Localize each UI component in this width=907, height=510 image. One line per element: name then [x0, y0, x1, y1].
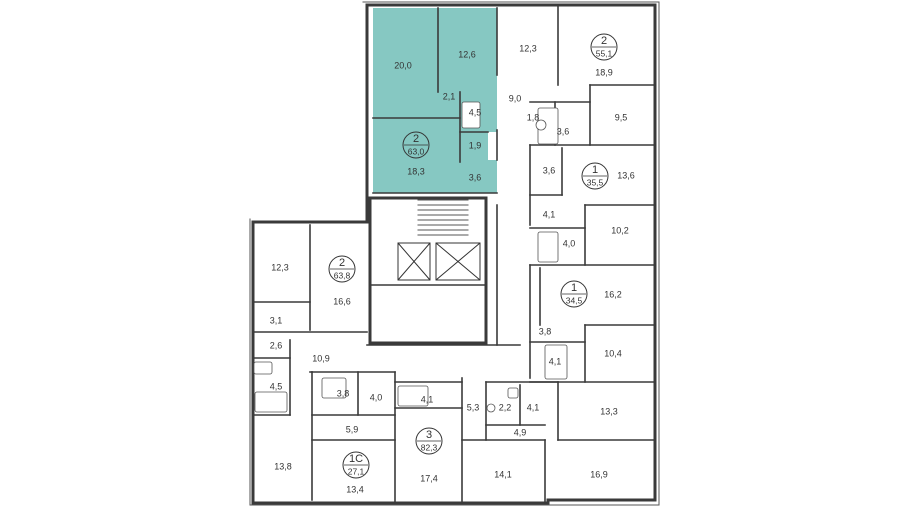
room-area: 3,1	[270, 315, 283, 325]
room-area: 4,0	[563, 238, 576, 248]
apartment-badges: 2 63,0 2 55,1 1 35,5 1 34,5 2 63,8	[328, 33, 618, 479]
svg-text:2: 2	[413, 133, 419, 145]
room-area: 4,1	[549, 356, 562, 366]
svg-text:3: 3	[426, 429, 432, 441]
room-area: 12,3	[519, 43, 537, 53]
highlighted-apartment[interactable]	[373, 8, 497, 193]
room-area: 12,3	[271, 262, 289, 272]
bathroom-fixtures	[253, 101, 568, 413]
svg-text:1: 1	[571, 282, 577, 294]
svg-text:34,5: 34,5	[566, 295, 583, 305]
room-area: 10,9	[312, 353, 330, 363]
room-area: 5,3	[467, 402, 480, 412]
room-labels: 20,0 12,6 2,1 4,5 1,9 18,3 3,6 12,3 18,9…	[270, 43, 635, 494]
outer-walls	[249, 1, 660, 506]
room-area: 17,4	[420, 473, 438, 483]
room-area: 16,6	[333, 296, 351, 306]
room-area: 13,3	[600, 406, 618, 416]
svg-text:55,1: 55,1	[596, 48, 613, 58]
room-area: 10,2	[611, 225, 629, 235]
svg-text:82,3: 82,3	[421, 442, 438, 452]
room-area: 4,1	[527, 402, 540, 412]
room-area: 12,6	[458, 49, 476, 59]
room-area: 3,6	[557, 126, 570, 136]
room-area: 9,0	[509, 93, 522, 103]
room-area: 18,3	[407, 166, 425, 176]
room-area: 4,5	[469, 107, 482, 117]
apartment-badge-63-0: 2 63,0	[402, 131, 430, 159]
room-area: 9,5	[615, 112, 628, 122]
apartment-badge-63-8: 2 63,8	[328, 255, 356, 283]
room-area: 13,6	[617, 170, 635, 180]
apartment-badge-35-5: 1 35,5	[581, 162, 609, 190]
room-area: 1,9	[469, 140, 482, 150]
svg-text:35,5: 35,5	[587, 177, 604, 187]
room-area: 20,0	[394, 60, 412, 70]
room-area: 3,6	[469, 172, 482, 182]
svg-text:1: 1	[592, 164, 598, 176]
svg-text:63,8: 63,8	[334, 270, 351, 280]
room-area: 16,2	[604, 289, 622, 299]
svg-text:2: 2	[339, 257, 345, 269]
room-area: 2,6	[270, 340, 283, 350]
room-area: 4,1	[421, 394, 434, 404]
room-area: 13,4	[346, 484, 364, 494]
room-area: 10,4	[604, 348, 622, 358]
svg-text:63,0: 63,0	[408, 146, 425, 156]
room-area: 18,9	[595, 67, 613, 77]
room-area: 4,0	[370, 392, 383, 402]
room-area: 3,8	[539, 326, 552, 336]
room-area: 13,8	[274, 461, 292, 471]
apartment-badge-34-5: 1 34,5	[560, 280, 588, 308]
inner-walls	[252, 4, 656, 504]
room-area: 3,8	[337, 388, 350, 398]
apartment-badge-27-1: 1С 27,1	[342, 451, 370, 479]
svg-text:2: 2	[601, 35, 607, 47]
room-area: 14,1	[494, 469, 512, 479]
room-area: 1,8	[527, 112, 540, 122]
apartment-badge-55-1: 2 55,1	[590, 33, 618, 61]
svg-text:1С: 1С	[349, 453, 363, 465]
room-area: 3,6	[543, 165, 556, 175]
svg-text:27,1: 27,1	[348, 466, 365, 476]
room-area: 4,9	[514, 427, 527, 437]
apartment-badge-82-3: 3 82,3	[415, 427, 443, 455]
room-area: 2,1	[443, 91, 456, 101]
room-area: 2,2	[499, 402, 512, 412]
room-area: 16,9	[590, 469, 608, 479]
room-area: 4,5	[270, 381, 283, 391]
room-area: 4,1	[543, 209, 556, 219]
room-area: 5,9	[346, 424, 359, 434]
